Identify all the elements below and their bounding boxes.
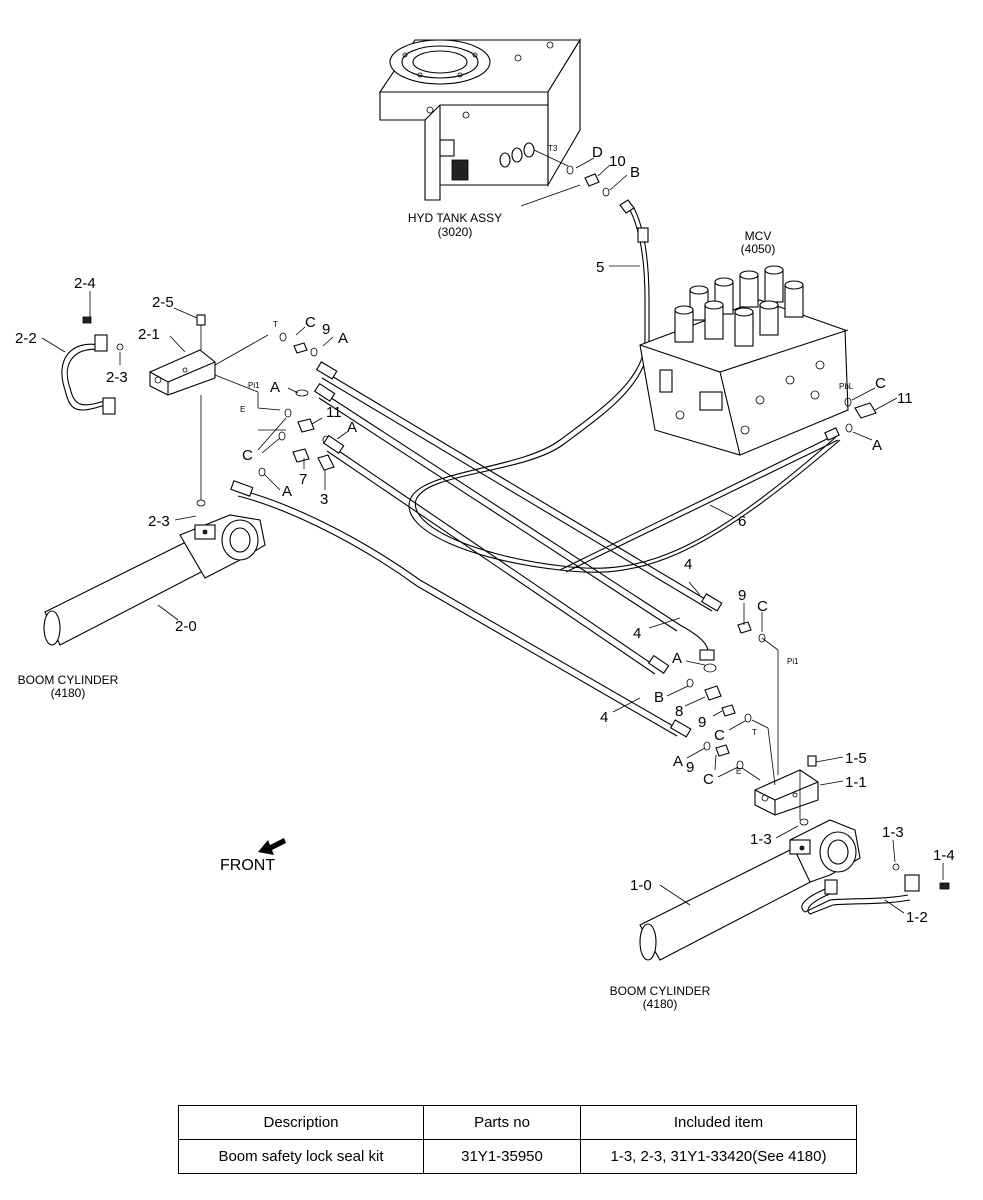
callout-2-3: 2-3: [148, 513, 170, 530]
callout-9: 9: [738, 587, 746, 604]
callout-6: 6: [738, 513, 746, 530]
cell-parts-no: 31Y1-35950: [423, 1139, 581, 1174]
mcv-label: MCV: [745, 229, 772, 243]
callout-2-2: 2-2: [15, 330, 37, 347]
callout-1-5: 1-5: [845, 750, 867, 767]
mcv-fittings: [844, 397, 877, 433]
callout-9: 9: [322, 321, 330, 338]
boom-cylinder-left-drawing: [43, 514, 266, 646]
mcv-code: (4050): [741, 242, 776, 256]
boom-cylinder-right-drawing: [639, 819, 861, 961]
callout-1-3: 1-3: [882, 824, 904, 841]
parts-table-header-row: Description Parts no Included item: [178, 1105, 857, 1140]
header-parts-no: Parts no: [423, 1105, 581, 1140]
mcv-valve-drawing: [639, 265, 849, 456]
port-label: T: [273, 320, 278, 329]
port-label: PbL: [839, 382, 854, 391]
bracket-2-2: [61, 316, 116, 415]
callout-a: A: [270, 379, 280, 396]
hose-6: [559, 434, 836, 571]
callout-a: A: [673, 753, 683, 770]
callout-b: B: [654, 689, 664, 706]
callout-4: 4: [684, 556, 692, 573]
callout-d: D: [592, 144, 603, 161]
port-label: T: [752, 728, 757, 737]
port-label: E: [240, 405, 245, 414]
callout-2-4: 2-4: [74, 275, 96, 292]
callout-2-0: 2-0: [175, 618, 197, 635]
callout-c: C: [757, 598, 768, 615]
callout-1-4: 1-4: [933, 847, 955, 864]
hoses-4: [230, 361, 723, 738]
port-label: Pi1: [787, 657, 799, 666]
boom-cylinder-right-label: BOOM CYLINDER: [610, 984, 711, 998]
assembly-labels: HYD TANK ASSY (3020) MCV (4050) BOOM CYL…: [18, 211, 776, 1011]
callout-1-3: 1-3: [750, 831, 772, 848]
callout-a: A: [338, 330, 348, 347]
bracket-1-2: [801, 863, 950, 915]
callout-c: C: [242, 447, 253, 464]
callout-c: C: [714, 727, 725, 744]
callout-10: 10: [609, 153, 626, 170]
hyd-tank-label: HYD TANK ASSY: [408, 211, 502, 225]
right-fittings: [686, 621, 766, 770]
boom-cylinder-right-code: (4180): [643, 997, 678, 1011]
callout-c: C: [305, 314, 316, 331]
callout-4: 4: [600, 709, 608, 726]
callout-7: 7: [299, 471, 307, 488]
port-labels: T3 T Pi1 E PbL Pi1 T E: [240, 144, 854, 776]
callout-2-1: 2-1: [138, 326, 160, 343]
tank-fittings: [566, 165, 635, 214]
cell-description: Boom safety lock seal kit: [178, 1139, 424, 1174]
callout-b: B: [630, 164, 640, 181]
callout-5: 5: [596, 259, 604, 276]
hyd-tank-code: (3020): [438, 225, 473, 239]
front-label: FRONT: [220, 857, 275, 874]
parts-table: Description Parts no Included item Boom …: [178, 1105, 857, 1174]
callout-a: A: [672, 650, 682, 667]
port-label: Pi1: [248, 381, 260, 390]
front-arrow-icon: [258, 838, 286, 855]
right-valve-block: [741, 637, 819, 826]
callout-2-3: 2-3: [106, 369, 128, 386]
cell-included-item: 1-3, 2-3, 31Y1-33420(See 4180): [580, 1139, 857, 1174]
boom-cylinder-left-code: (4180): [51, 686, 86, 700]
hydraulic-piping-diagram: HYD TANK ASSY (3020) MCV (4050) BOOM CYL…: [15, 38, 955, 1011]
callout-a: A: [347, 419, 357, 436]
callout-a: A: [282, 483, 292, 500]
hyd-tank-drawing: [378, 38, 581, 207]
callout-a: A: [872, 437, 882, 454]
header-included-item: Included item: [580, 1105, 857, 1140]
callout-3: 3: [320, 491, 328, 508]
left-fittings: [258, 332, 335, 477]
callout-11: 11: [326, 404, 342, 421]
callout-4: 4: [633, 625, 641, 642]
hose-5: [408, 209, 841, 573]
header-description: Description: [178, 1105, 424, 1140]
boom-cylinder-left-label: BOOM CYLINDER: [18, 673, 119, 687]
callout-9: 9: [686, 759, 694, 776]
port-label: T3: [548, 144, 558, 153]
callout-1-2: 1-2: [906, 909, 928, 926]
table-row: Boom safety lock seal kit 31Y1-35950 1-3…: [178, 1139, 857, 1174]
port-label: E: [736, 767, 741, 776]
leader-lines: [41, 157, 944, 914]
callout-c: C: [875, 375, 886, 392]
callout-1-1: 1-1: [845, 774, 867, 791]
left-valve-block: [116, 314, 287, 507]
callout-8: 8: [675, 703, 683, 720]
callout-11: 11: [897, 390, 913, 407]
callout-1-0: 1-0: [630, 877, 652, 894]
callout-2-5: 2-5: [152, 294, 174, 311]
part-callouts: 2-4 2-5 2-2 2-1 2-3 2-3 2-0 C 9 A A 11 C…: [15, 144, 955, 926]
callout-c: C: [703, 771, 714, 788]
callout-9: 9: [698, 714, 706, 731]
